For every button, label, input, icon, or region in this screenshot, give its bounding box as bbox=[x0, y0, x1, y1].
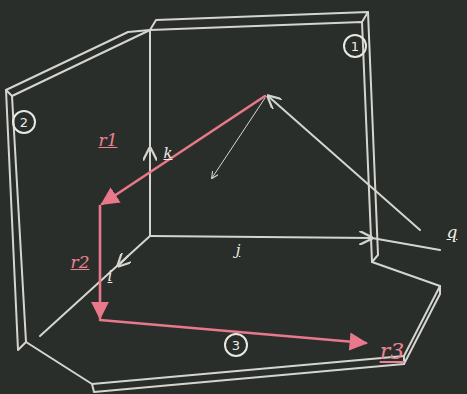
mirror-number: 2 bbox=[12, 110, 36, 134]
mirror-number: 1 bbox=[343, 34, 367, 58]
unit-vector-label: i bbox=[108, 269, 113, 284]
vector-label: r1 bbox=[99, 132, 118, 149]
vector-label: q bbox=[447, 224, 458, 241]
unit-vector-label: k bbox=[163, 146, 172, 161]
mirror-number-text: 3 bbox=[232, 339, 240, 352]
mirror-number-text: 1 bbox=[351, 40, 359, 53]
vector-label: r3 bbox=[380, 341, 405, 363]
mirror-number: 3 bbox=[224, 333, 248, 357]
unit-vector-label: j bbox=[236, 243, 241, 258]
mirror-number-text: 2 bbox=[20, 116, 28, 129]
vector-label: r2 bbox=[71, 254, 90, 271]
